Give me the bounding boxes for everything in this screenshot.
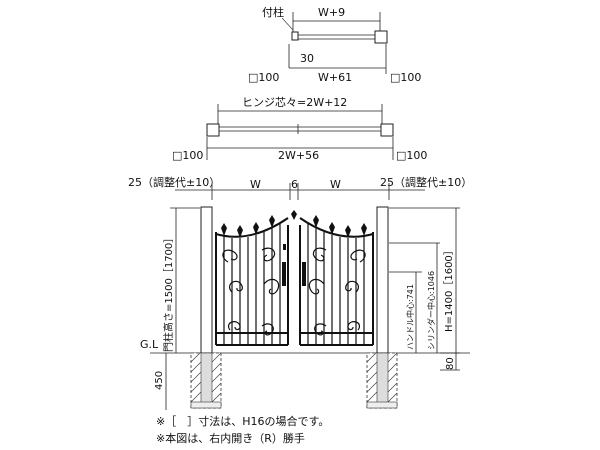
span-label-2: 2W+56	[278, 149, 319, 162]
left-post-size-2: □100	[172, 149, 203, 162]
plan-view-single: 付柱 W+9 30 □100 W+61 □100	[248, 5, 421, 84]
w-left-label: W	[250, 178, 261, 191]
right-post-size-2: □100	[396, 149, 427, 162]
post-label: 付柱	[262, 5, 284, 19]
notes: ※［ ］寸法は、H16の場合です。 ※本図は、右内開き（R）勝手	[156, 414, 329, 445]
left-adjust-label: 25（調整代±10）	[128, 175, 220, 189]
width-label: W+9	[318, 6, 345, 19]
left-post-plan	[206, 123, 220, 137]
right-post-plan	[374, 30, 388, 44]
post-height-label: 門柱高さ=1500［1700］	[162, 233, 175, 352]
depth-450-label: 450	[154, 371, 165, 390]
center-finial	[291, 210, 297, 220]
right-post-plan-2	[380, 123, 394, 137]
right-post-size: □100	[390, 71, 421, 84]
depth-label: 30	[300, 52, 314, 65]
span-label: W+61	[318, 71, 352, 84]
small-post	[291, 31, 299, 41]
cylinder-label: シリンダー中心:1046	[426, 271, 436, 350]
left-gate-leaf	[215, 215, 289, 346]
gap-label: 6	[291, 178, 298, 191]
note-2: ※本図は、右内開き（R）勝手	[156, 431, 305, 445]
plan-view-double: ヒンジ芯々=2W+12 □100 2W+56 □100	[172, 95, 427, 162]
elevation-view: 25（調整代±10） 25（調整代±10） W 6 W 門柱高さ=1500［17…	[128, 175, 472, 410]
handle-label: ハンドル中心:741	[405, 284, 415, 350]
right-gate-leaf	[299, 215, 374, 346]
hinge-label: ヒンジ芯々=2W+12	[242, 95, 347, 109]
depth-80-label: 80	[445, 357, 456, 370]
left-gate-post	[200, 206, 213, 354]
right-foundation	[366, 351, 398, 409]
gl-label: G.L	[140, 338, 159, 351]
right-adjust-label: 25（調整代±10）	[380, 175, 472, 189]
note-1: ※［ ］寸法は、H16の場合です。	[156, 414, 329, 428]
h-label: H=1400［1600］	[443, 245, 455, 332]
left-post-size: □100	[248, 71, 279, 84]
right-gate-post	[376, 206, 389, 354]
left-foundation	[190, 351, 222, 409]
w-right-label: W	[330, 178, 341, 191]
post-leader-line	[281, 17, 294, 31]
